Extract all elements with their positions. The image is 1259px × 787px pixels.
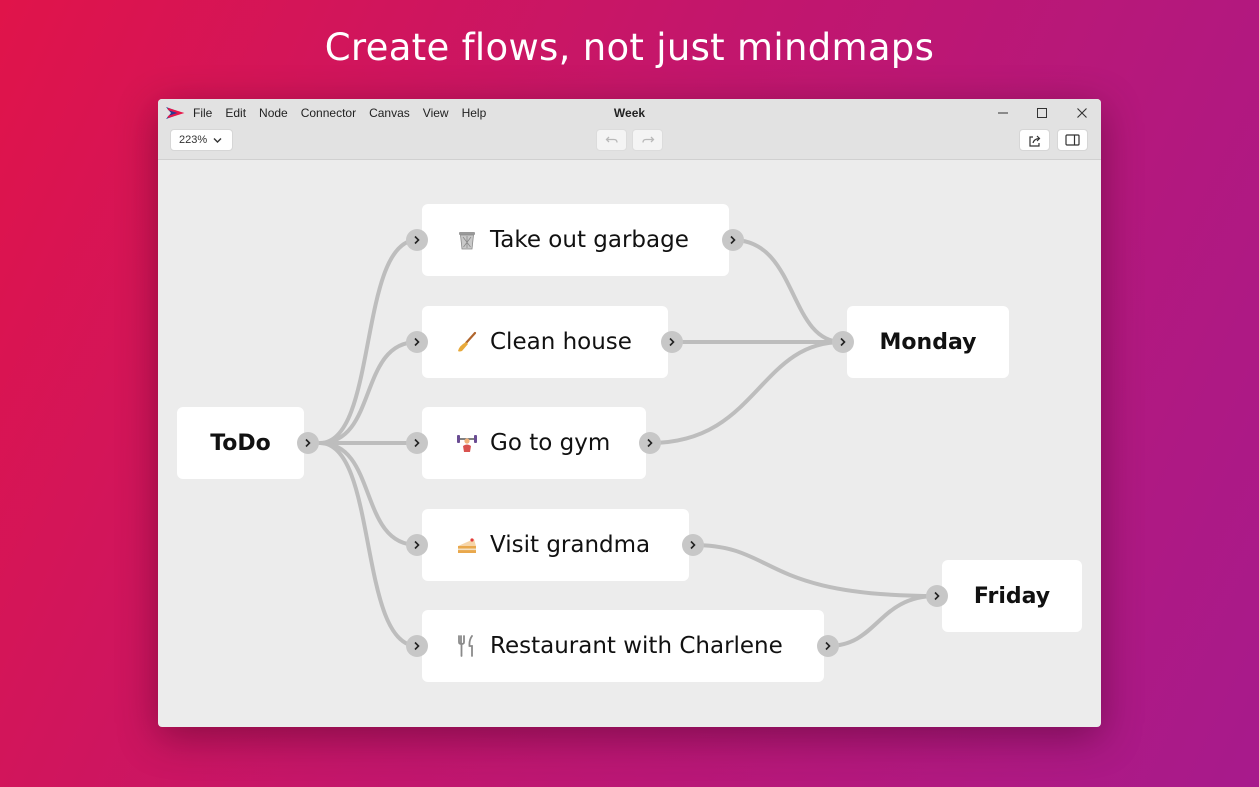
app-logo-icon: [166, 107, 185, 119]
restaurant-input-port[interactable]: [406, 635, 428, 657]
node-clean-house-label: Clean house: [490, 329, 632, 355]
chevron-right-icon: [305, 438, 311, 448]
menu-edit[interactable]: Edit: [225, 106, 247, 120]
connector-todo-restaurant: [318, 441, 419, 648]
share-icon: [1028, 135, 1040, 147]
node-restaurant-label: Restaurant with Charlene: [490, 633, 783, 659]
chevron-right-icon: [690, 540, 696, 550]
menu-file[interactable]: File: [193, 106, 213, 120]
node-monday-label: Monday: [879, 329, 977, 355]
chevron-right-icon: [840, 337, 846, 347]
todo-output-port[interactable]: [297, 432, 319, 454]
chevron-right-icon: [934, 591, 940, 601]
connectors-layer: [318, 238, 938, 648]
fork-and-knife-icon: [458, 635, 473, 657]
grandma-input-port[interactable]: [406, 534, 428, 556]
chevron-right-icon: [647, 438, 653, 448]
connector-grandma-friday: [691, 543, 938, 598]
menu-connector[interactable]: Connector: [300, 106, 357, 120]
app-window: File Edit Node Connector Canvas View Hel…: [158, 99, 1101, 727]
connector-restaurant-friday: [826, 594, 938, 648]
chevron-right-icon: [414, 540, 420, 550]
node-clean-house[interactable]: Clean house: [422, 306, 668, 378]
chevron-right-icon: [414, 438, 420, 448]
node-take-out-garbage-label: Take out garbage: [490, 227, 689, 253]
connector-todo-garbage: [318, 238, 419, 445]
node-friday-label: Friday: [973, 583, 1051, 609]
node-todo[interactable]: ToDo: [177, 407, 304, 479]
node-friday[interactable]: Friday: [942, 560, 1082, 632]
gym-output-port[interactable]: [639, 432, 661, 454]
grandma-output-port[interactable]: [682, 534, 704, 556]
friday-input-port[interactable]: [926, 585, 948, 607]
menu-view[interactable]: View: [422, 106, 449, 120]
close-icon: [1077, 108, 1087, 118]
redo-button[interactable]: [632, 129, 663, 151]
garbage-input-port[interactable]: [406, 229, 428, 251]
chevron-down-icon: [213, 138, 222, 143]
minimize-button[interactable]: [991, 103, 1015, 123]
zoom-value: 223%: [179, 134, 208, 146]
close-button[interactable]: [1070, 103, 1094, 123]
undo-button[interactable]: [596, 129, 627, 151]
undo-icon: [605, 136, 618, 143]
maximize-icon: [1037, 108, 1047, 118]
node-go-to-gym-label: Go to gym: [490, 430, 611, 456]
weight-lifter-icon: [457, 435, 477, 452]
connector-garbage-monday: [731, 238, 844, 344]
connector-gym-monday: [648, 340, 844, 445]
garbage-output-port[interactable]: [722, 229, 744, 251]
minimize-icon: [998, 112, 1008, 114]
wastebasket-icon: [459, 232, 475, 250]
connector-todo-grandma: [318, 441, 419, 547]
menu-help[interactable]: Help: [461, 106, 487, 120]
node-restaurant-with-charlene[interactable]: Restaurant with Charlene: [422, 610, 824, 682]
maximize-button[interactable]: [1030, 103, 1054, 123]
flow-canvas[interactable]: ToDo Take out garbage Clean hous: [158, 160, 1101, 727]
restaurant-output-port[interactable]: [817, 635, 839, 657]
node-visit-grandma-label: Visit grandma: [490, 532, 651, 558]
clean-input-port[interactable]: [406, 331, 428, 353]
node-visit-grandma[interactable]: Visit grandma: [422, 509, 689, 581]
chevron-right-icon: [414, 337, 420, 347]
chevron-right-icon: [669, 337, 675, 347]
menu-node[interactable]: Node: [259, 106, 288, 120]
node-monday[interactable]: Monday: [847, 306, 1009, 378]
connector-todo-clean: [318, 340, 419, 445]
sidebar-toggle-button[interactable]: [1057, 129, 1088, 151]
headline: Create flows, not just mindmaps: [324, 26, 935, 69]
redo-icon: [641, 136, 654, 143]
menu-canvas[interactable]: Canvas: [369, 106, 410, 120]
node-take-out-garbage[interactable]: Take out garbage: [422, 204, 729, 276]
zoom-select[interactable]: 223%: [170, 129, 233, 151]
chevron-right-icon: [730, 235, 736, 245]
menu-bar: File Edit Node Connector Canvas View Hel…: [193, 105, 499, 121]
sidebar-icon: [1065, 134, 1080, 146]
chevron-right-icon: [414, 641, 420, 651]
node-go-to-gym[interactable]: Go to gym: [422, 407, 646, 479]
cake-icon: [458, 538, 476, 553]
gym-input-port[interactable]: [406, 432, 428, 454]
monday-input-port[interactable]: [832, 331, 854, 353]
chevron-right-icon: [414, 235, 420, 245]
node-todo-label: ToDo: [210, 430, 271, 456]
broom-icon: [458, 331, 477, 352]
title-bar: File Edit Node Connector Canvas View Hel…: [158, 99, 1101, 160]
clean-output-port[interactable]: [661, 331, 683, 353]
share-button[interactable]: [1019, 129, 1050, 151]
chevron-right-icon: [825, 641, 831, 651]
